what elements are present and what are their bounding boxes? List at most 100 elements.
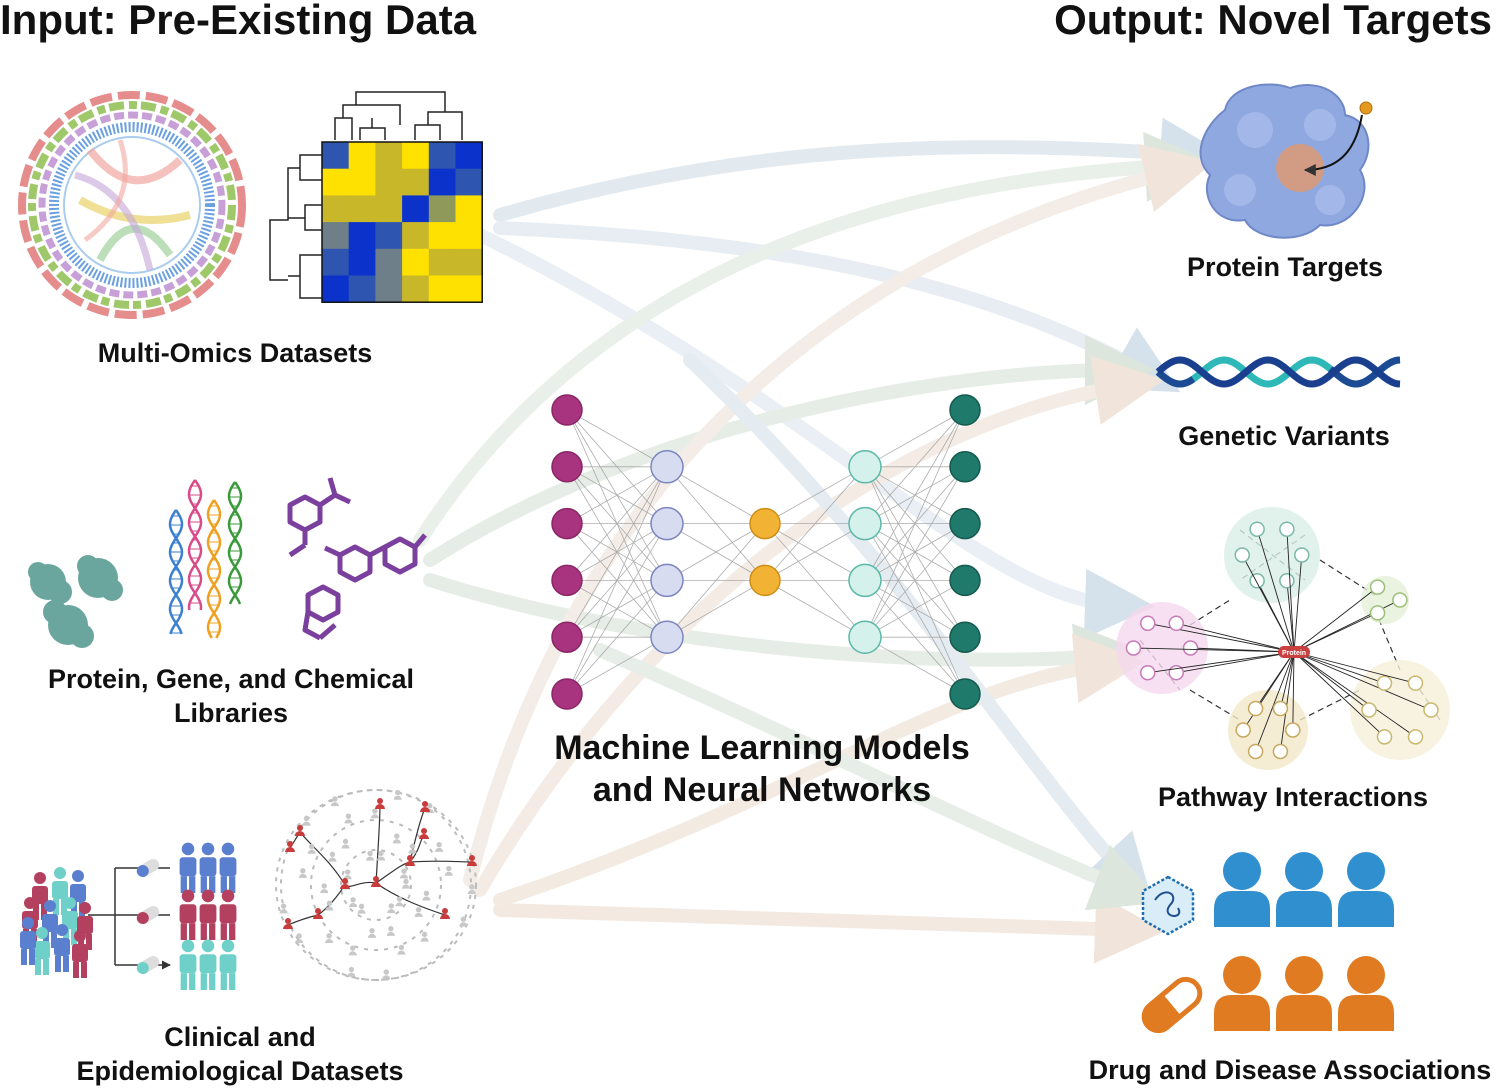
epi-person-grey bbox=[386, 926, 395, 936]
output-header: Output: Novel Targets bbox=[1054, 0, 1492, 43]
pathway-node bbox=[1369, 579, 1386, 595]
epi-person-grey bbox=[408, 843, 417, 854]
epi-person-grey bbox=[328, 851, 337, 862]
pathway-node bbox=[1279, 573, 1295, 589]
pathway-node bbox=[1139, 615, 1156, 632]
group-person bbox=[199, 939, 217, 990]
crowd-person bbox=[62, 897, 78, 945]
group-person bbox=[199, 889, 217, 940]
pathway-node bbox=[1182, 640, 1199, 656]
nn-node bbox=[551, 451, 583, 483]
treatment-arrows bbox=[88, 867, 170, 965]
patient-groups bbox=[179, 842, 237, 990]
epi-person-red bbox=[285, 841, 295, 852]
person-icon bbox=[1276, 956, 1332, 1031]
epi-person-grey bbox=[414, 906, 423, 917]
heatmap-cell bbox=[455, 195, 483, 223]
pathway-node bbox=[1361, 702, 1377, 718]
nn-edge bbox=[666, 523, 766, 638]
model-label-line2: and Neural Networks bbox=[592, 771, 932, 809]
nn-edge bbox=[864, 580, 966, 638]
crowd-person bbox=[54, 924, 70, 972]
epi-ring bbox=[310, 819, 442, 951]
epi-person-grey bbox=[295, 933, 304, 944]
helix-strand-accent bbox=[1155, 356, 1401, 388]
nn-node bbox=[949, 394, 981, 426]
pathway-node bbox=[1139, 664, 1156, 681]
pathway-node bbox=[1376, 729, 1393, 745]
pathway-edge bbox=[1176, 622, 1295, 653]
nn-edge bbox=[864, 523, 966, 638]
protein-targets-label: Protein Targets bbox=[1186, 252, 1384, 282]
people-orange-icons bbox=[1214, 956, 1394, 1031]
nn-node bbox=[949, 678, 981, 710]
nn-node bbox=[949, 507, 981, 540]
pathway-node bbox=[1423, 702, 1439, 718]
epi-person-grey bbox=[298, 868, 307, 878]
pathway-node bbox=[1125, 640, 1142, 656]
protein-target-icon bbox=[1199, 83, 1373, 239]
nn-edge bbox=[864, 409, 966, 468]
nn-node bbox=[650, 450, 684, 484]
epi-person-grey bbox=[368, 927, 377, 938]
pathway-node bbox=[1272, 743, 1289, 760]
epi-person-grey bbox=[467, 884, 476, 895]
heatmap-cell bbox=[428, 142, 456, 170]
crowd-person bbox=[42, 900, 58, 948]
epi-person-grey bbox=[401, 878, 411, 889]
heatmap-cell bbox=[428, 275, 456, 303]
group-person bbox=[179, 889, 197, 940]
heatmap-cell bbox=[322, 142, 350, 170]
heatmap-cell bbox=[375, 275, 403, 303]
pathway-edge bbox=[1255, 651, 1295, 709]
heatmap-cell bbox=[322, 168, 350, 196]
libraries-label-line1: Protein, Gene, and Chemical bbox=[47, 664, 415, 694]
heatmap-cell bbox=[455, 248, 483, 276]
nn-node bbox=[551, 621, 583, 653]
pathway-node bbox=[1369, 605, 1386, 621]
patient-crowd bbox=[20, 867, 93, 978]
heatmap-cell bbox=[402, 168, 430, 196]
pathway-edge bbox=[1293, 651, 1416, 684]
group-person bbox=[179, 939, 197, 990]
pathway-edge bbox=[1256, 529, 1295, 653]
epi-person-grey bbox=[302, 815, 311, 826]
heatmap-cell bbox=[402, 142, 430, 170]
epi-person-grey bbox=[357, 903, 366, 914]
person-icon bbox=[1338, 956, 1394, 1031]
libraries-label: Protein, Gene, and Chemical Libraries bbox=[48, 662, 414, 730]
libraries-label-line2: Libraries bbox=[173, 698, 289, 728]
epi-person-grey bbox=[387, 903, 396, 914]
epi-person-red bbox=[419, 828, 429, 839]
nn-edge bbox=[566, 466, 668, 695]
epi-ring bbox=[275, 789, 477, 981]
pathway-node bbox=[1235, 722, 1251, 738]
epi-person-grey bbox=[370, 808, 379, 819]
heatmap-cell bbox=[455, 222, 483, 250]
pathway-node bbox=[1247, 743, 1264, 760]
heatmap-cell bbox=[322, 248, 350, 276]
nn-node bbox=[650, 506, 684, 541]
nn-connections bbox=[566, 409, 966, 695]
nn-node bbox=[551, 678, 583, 710]
clinical-label-line1: Clinical and bbox=[164, 1022, 316, 1052]
epi-person-red bbox=[440, 908, 450, 919]
epi-person-grey bbox=[341, 838, 350, 849]
heatmap-border bbox=[321, 141, 483, 303]
epi-person-grey bbox=[395, 896, 404, 907]
dna-strands bbox=[168, 479, 243, 639]
nn-edge bbox=[864, 409, 966, 638]
pathway-edge bbox=[1293, 586, 1378, 653]
genetic-variants-label: Genetic Variants bbox=[1178, 421, 1390, 451]
heatmap-cell bbox=[375, 168, 403, 196]
heatmap-cell bbox=[375, 248, 403, 276]
heatmap-cell bbox=[348, 195, 376, 223]
heatmap-dendrogram bbox=[269, 91, 463, 299]
pathway-edge bbox=[1293, 651, 1370, 711]
pathway-edge bbox=[1176, 651, 1295, 674]
heatmap-cell bbox=[402, 248, 430, 276]
model-label-line1: Machine Learning Models bbox=[554, 729, 970, 767]
nn-edge bbox=[566, 580, 668, 695]
pathway-edge bbox=[1133, 647, 1295, 653]
nn-edge bbox=[864, 409, 966, 581]
